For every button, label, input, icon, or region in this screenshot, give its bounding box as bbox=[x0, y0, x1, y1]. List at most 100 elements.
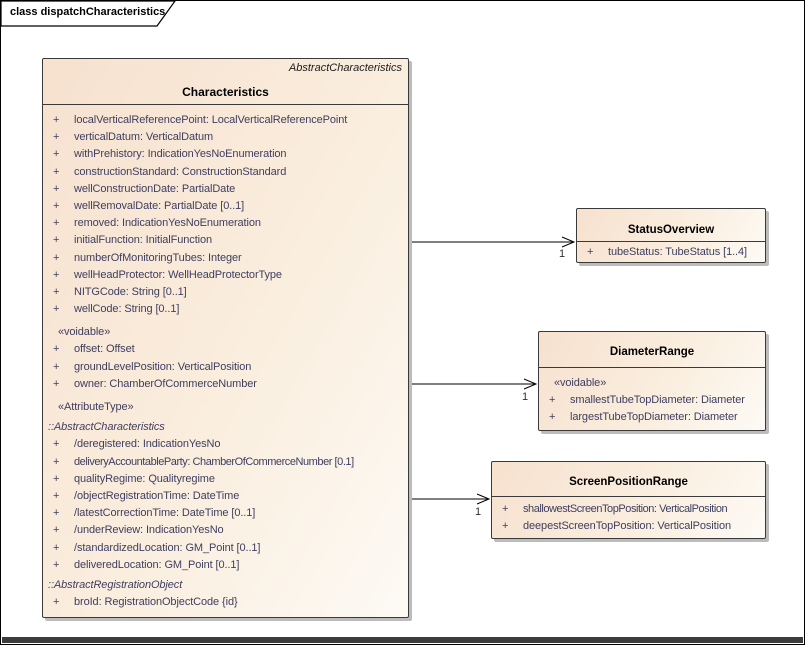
attribute-text: groundLevelPosition: VerticalPosition bbox=[74, 360, 252, 373]
attribute-text: deliveredLocation: GM_Point [0..1] bbox=[74, 558, 240, 571]
attribute-text: verticalDatum: VerticalDatum bbox=[74, 131, 214, 144]
attribute-row[interactable]: + smallestTubeTopDiameter: Diameter bbox=[539, 392, 765, 409]
attribute-row[interactable]: + /objectRegistrationTime: DateTime bbox=[43, 488, 408, 505]
visibility-marker: + bbox=[53, 489, 60, 502]
scope-row[interactable]: ::AbstractCharacteristics bbox=[43, 419, 408, 436]
visibility-marker: + bbox=[53, 558, 60, 571]
compartment-label: ::AbstractRegistrationObject bbox=[48, 578, 183, 591]
attribute-row[interactable]: + deliveredLocation: GM_Point [0..1] bbox=[43, 557, 408, 574]
attribute-row[interactable]: +owner: ChamberOfCommerceNumber bbox=[43, 376, 408, 393]
visibility-marker: + bbox=[549, 394, 556, 407]
bottom-bar bbox=[2, 637, 803, 643]
visibility-marker: + bbox=[53, 148, 60, 161]
visibility-marker: + bbox=[53, 285, 60, 298]
attribute-text: deepestScreenTopPosition: VerticalPositi… bbox=[523, 520, 731, 533]
attribute-row[interactable]: + removed: IndicationYesNoEnumeration bbox=[43, 215, 408, 232]
attribute-row[interactable]: + tubeStatus: TubeStatus [1..4] bbox=[577, 244, 765, 261]
attribute-row[interactable]: +qualityRegime: Qualityregime bbox=[43, 471, 408, 488]
class-header: AbstractCharacteristics Characteristics bbox=[43, 59, 408, 105]
visibility-marker: + bbox=[502, 520, 509, 533]
attribute-text: initialFunction: InitialFunction bbox=[74, 234, 213, 247]
multiplicity-label: 1 bbox=[475, 506, 482, 518]
visibility-marker: + bbox=[53, 234, 60, 247]
multiplicity-label: 1 bbox=[522, 391, 529, 403]
attribute-text: wellHeadProtector: WellHeadProtectorType bbox=[74, 268, 282, 281]
attribute-text: broId: RegistrationObjectCode {id} bbox=[74, 596, 238, 609]
visibility-marker: + bbox=[53, 114, 60, 126]
attribute-row[interactable]: + /latestCorrectionTime: DateTime [0..1] bbox=[43, 505, 408, 522]
visibility-marker: + bbox=[587, 246, 594, 258]
visibility-marker: + bbox=[502, 503, 509, 515]
multiplicity-label: 1 bbox=[559, 248, 566, 260]
attribute-text: smallestTubeTopDiameter: Diameter bbox=[570, 394, 745, 407]
attribute-row[interactable]: +shallowestScreenTopPosition: VerticalPo… bbox=[492, 501, 765, 518]
attribute-text: localVerticalReferencePoint: LocalVertic… bbox=[74, 114, 348, 126]
attribute-row[interactable]: + initialFunction: InitialFunction bbox=[43, 232, 408, 249]
attribute-compartment: «voidable» + smallestTubeTopDiameter: Diam… bbox=[539, 368, 765, 427]
visibility-marker: + bbox=[53, 182, 60, 195]
attribute-row[interactable]: + withPrehistory: IndicationYesNoEnumerat… bbox=[43, 146, 408, 163]
visibility-marker: + bbox=[53, 438, 60, 451]
attribute-text: /standardizedLocation: GM_Point [0..1] bbox=[74, 541, 261, 554]
visibility-marker: + bbox=[53, 165, 60, 178]
class-box-characteristics[interactable]: AbstractCharacteristics Characteristics … bbox=[42, 58, 409, 618]
class-header: DiameterRange bbox=[539, 332, 765, 368]
class-stereotype-header: AbstractCharacteristics bbox=[288, 62, 402, 74]
frame-tab bbox=[1, 1, 176, 27]
attribute-row[interactable]: + deliveryAccountableParty: ChamberOfComm… bbox=[43, 454, 408, 471]
class-header: StatusOverview bbox=[577, 209, 765, 242]
attribute-row[interactable]: + deepestScreenTopPosition: VerticalPosit… bbox=[492, 518, 765, 535]
visibility-marker: + bbox=[53, 199, 60, 212]
stereotype-row[interactable]: «voidable» bbox=[539, 375, 765, 392]
compartment-label: ::AbstractCharacteristics bbox=[48, 421, 165, 434]
class-box-statusoverview[interactable]: StatusOverview + tubeStatus: TubeStatus [… bbox=[576, 208, 766, 263]
attribute-row[interactable]: + groundLevelPosition: VerticalPosition bbox=[43, 359, 408, 376]
attribute-row[interactable]: +broId: RegistrationObjectCode {id} bbox=[43, 594, 408, 611]
visibility-marker: + bbox=[53, 507, 60, 520]
visibility-marker: + bbox=[53, 541, 60, 554]
visibility-marker: + bbox=[53, 377, 60, 390]
attribute-text: wellCode: String [0..1] bbox=[74, 303, 180, 316]
class-name: StatusOverview bbox=[627, 224, 715, 236]
class-box-screenpositionrange[interactable]: ScreenPositionRange +shallowestScreenTop… bbox=[491, 461, 766, 539]
attribute-text: /objectRegistrationTime: DateTime bbox=[74, 489, 240, 502]
class-box-diameterrange[interactable]: DiameterRange «voidable» + smallestTubeTop… bbox=[538, 331, 766, 431]
frame-tab-shape bbox=[1, 1, 176, 27]
class-header: ScreenPositionRange bbox=[492, 462, 765, 497]
attribute-row[interactable]: +NITGCode: String [0..1] bbox=[43, 284, 408, 301]
attribute-text: deliveryAccountableParty: ChamberOfComme… bbox=[74, 455, 354, 468]
attribute-text: /underReview: IndicationYesNo bbox=[74, 524, 224, 537]
attribute-row[interactable]: + localVerticalReferencePoint: LocalVerti… bbox=[43, 112, 408, 129]
attribute-row[interactable]: +numberOfMonitoringTubes: Integer bbox=[43, 250, 408, 267]
visibility-marker: + bbox=[53, 303, 60, 316]
compartment-label: «AttributeType» bbox=[58, 401, 134, 413]
visibility-marker: + bbox=[53, 524, 60, 537]
attribute-text: /latestCorrectionTime: DateTime [0..1] bbox=[74, 507, 256, 520]
attribute-text: removed: IndicationYesNoEnumeration bbox=[74, 217, 261, 230]
stereotype-row[interactable]: «voidable» bbox=[43, 324, 408, 341]
attribute-row[interactable]: + largestTubeTopDiameter: Diameter bbox=[539, 409, 765, 426]
visibility-marker: + bbox=[53, 360, 60, 373]
attribute-row[interactable]: + wellHeadProtector: WellHeadProtectorTyp… bbox=[43, 267, 408, 284]
scope-row[interactable]: ::AbstractRegistrationObject bbox=[43, 577, 408, 594]
visibility-marker: + bbox=[53, 217, 60, 230]
attribute-row[interactable]: +wellRemovalDate: PartialDate [0..1] bbox=[43, 198, 408, 215]
attribute-text: /deregistered: IndicationYesNo bbox=[74, 438, 221, 451]
attribute-text: wellConstructionDate: PartialDate bbox=[74, 182, 236, 195]
attribute-row[interactable]: + /standardizedLocation: GM_Point [0..1] bbox=[43, 540, 408, 557]
attribute-row[interactable]: + wellCode: String [0..1] bbox=[43, 301, 408, 318]
attribute-row[interactable]: +constructionStandard: ConstructionStand… bbox=[43, 164, 408, 181]
visibility-marker: + bbox=[53, 268, 60, 281]
visibility-marker: + bbox=[53, 455, 60, 468]
attribute-row[interactable]: + /underReview: IndicationYesNo bbox=[43, 522, 408, 539]
attribute-row[interactable]: + /deregistered: IndicationYesNo bbox=[43, 436, 408, 453]
attribute-text: largestTubeTopDiameter: Diameter bbox=[570, 411, 738, 424]
attribute-row[interactable]: +verticalDatum: VerticalDatum bbox=[43, 129, 408, 146]
stereotype-row[interactable]: «AttributeType» bbox=[43, 399, 408, 416]
visibility-marker: + bbox=[549, 411, 556, 424]
attribute-row[interactable]: + wellConstructionDate: PartialDate bbox=[43, 181, 408, 198]
attribute-text: tubeStatus: TubeStatus [1..4] bbox=[608, 246, 747, 258]
compartment-label: «voidable» bbox=[554, 377, 607, 389]
attribute-text: withPrehistory: IndicationYesNoEnumerati… bbox=[74, 148, 287, 161]
attribute-row[interactable]: +offset: Offset bbox=[43, 341, 408, 358]
